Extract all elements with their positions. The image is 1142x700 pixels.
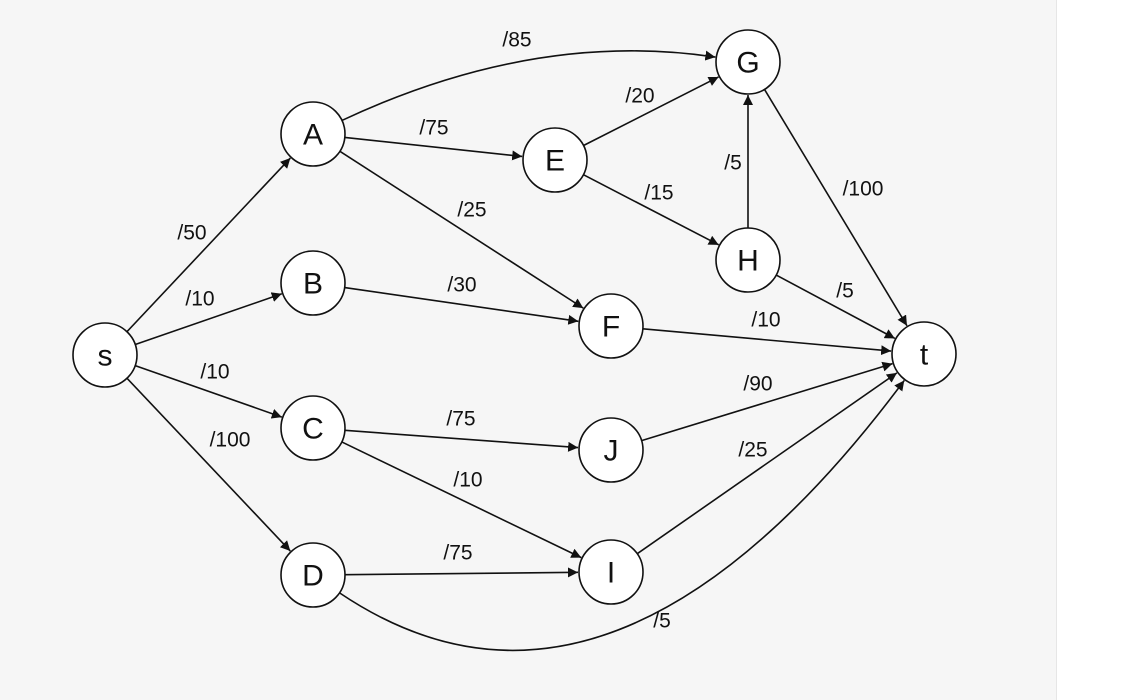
node-circle-G (715, 29, 781, 95)
node-I: I (578, 539, 644, 605)
edge-B-to-F (344, 286, 579, 325)
edge-label-B-to-F: /30 (447, 274, 476, 297)
edge-label-H-to-t: /5 (836, 280, 854, 303)
edge-J-to-t (641, 361, 893, 442)
node-circle-s (72, 322, 138, 388)
node-circle-B (280, 250, 346, 316)
edge-C-to-I (341, 441, 582, 559)
node-J: J (578, 417, 644, 483)
edge-D-to-I (344, 567, 579, 578)
node-D: D (280, 542, 346, 608)
edge-label-A-to-E: /75 (419, 117, 448, 140)
node-label-I: I (607, 557, 615, 590)
node-label-D: D (302, 560, 324, 593)
edge-E-to-H (583, 174, 720, 246)
node-F: F (578, 293, 644, 359)
edge-E-to-G (583, 76, 719, 147)
node-circle-E (522, 127, 588, 193)
node-circle-J (578, 417, 644, 483)
edge-s-to-B (134, 292, 283, 346)
edge-H-to-t (775, 274, 896, 340)
edge-label-C-to-J: /75 (446, 408, 475, 431)
edge-label-A-to-F: /25 (457, 199, 486, 222)
edge-label-s-to-D: /100 (210, 429, 251, 452)
node-label-s: s (98, 340, 113, 373)
edge-F-to-t (642, 328, 892, 356)
edge-label-s-to-B: /10 (185, 288, 214, 311)
edge-label-A-to-G: /85 (502, 29, 531, 52)
node-circle-F (578, 293, 644, 359)
edge-s-to-A (126, 157, 291, 333)
node-label-A: A (303, 119, 323, 152)
edge-label-D-to-t: /5 (653, 610, 671, 633)
edge-label-F-to-t: /10 (751, 309, 780, 332)
node-label-H: H (737, 245, 759, 278)
node-label-t: t (920, 339, 929, 372)
edge-G-to-t (763, 88, 908, 327)
edge-label-J-to-t: /90 (743, 373, 772, 396)
nodes-layer: s A B C D E F G H I Jt (72, 29, 957, 608)
edge-label-E-to-G: /20 (625, 85, 654, 108)
edge-A-to-G (341, 50, 716, 122)
node-circle-C (280, 395, 346, 461)
node-circle-D (280, 542, 346, 608)
node-circle-I (578, 539, 644, 605)
edge-I-to-t (636, 372, 898, 555)
node-B: B (280, 250, 346, 316)
edge-label-C-to-I: /10 (453, 469, 482, 492)
edge-A-to-F (339, 150, 584, 309)
edge-A-to-E (344, 136, 523, 161)
edge-C-to-J (344, 429, 579, 452)
node-t: t (891, 321, 957, 387)
node-label-E: E (545, 145, 565, 178)
node-circle-t (891, 321, 957, 387)
right-panel (1056, 0, 1142, 700)
node-label-G: G (736, 47, 759, 80)
edge-label-s-to-C: /10 (200, 361, 229, 384)
edge-label-E-to-H: /15 (644, 182, 673, 205)
edge-label-I-to-t: /25 (738, 439, 767, 462)
node-E: E (522, 127, 588, 193)
edge-labels-layer: /50/10/10/100/85/75/25/30/75/10/75/5/20 /… (177, 29, 883, 633)
edge-s-to-C (134, 364, 283, 419)
node-A: A (280, 101, 346, 167)
edge-label-D-to-I: /75 (443, 542, 472, 565)
edge-label-s-to-A: /50 (177, 222, 206, 245)
node-label-F: F (602, 311, 620, 344)
node-H: H (715, 227, 781, 293)
node-label-C: C (302, 413, 324, 446)
node-circle-A (280, 101, 346, 167)
edge-D-to-t (339, 379, 905, 652)
edges-layer (126, 50, 908, 652)
edge-s-to-D (126, 377, 291, 552)
node-C: C (280, 395, 346, 461)
node-circle-H (715, 227, 781, 293)
node-s: s (72, 322, 138, 388)
edge-label-H-to-G: /5 (724, 152, 742, 175)
node-G: G (715, 29, 781, 95)
node-label-J: J (604, 435, 619, 468)
edge-label-G-to-t: /100 (843, 178, 884, 201)
node-label-B: B (303, 268, 323, 301)
